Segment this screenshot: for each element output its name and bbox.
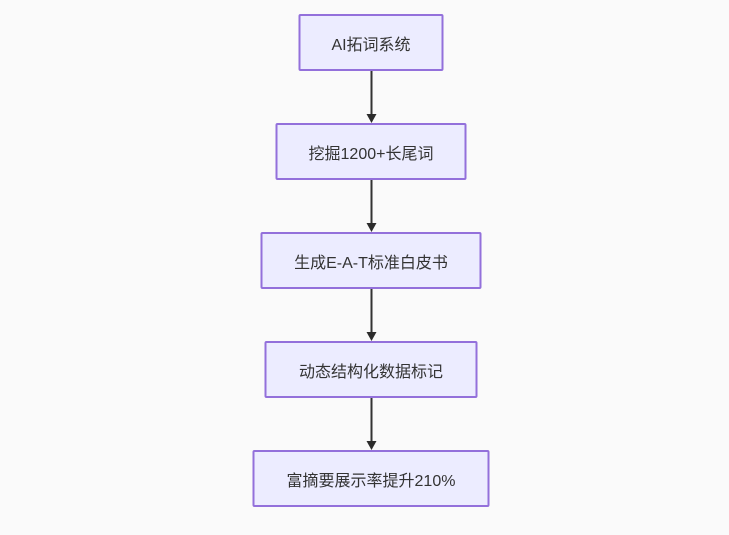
flow-node-ai-word-expansion: AI拓词系统: [298, 14, 444, 71]
arrowhead-icon: [366, 332, 376, 341]
flow-node-rich-snippet-uplift: 富摘要展示率提升210%: [252, 450, 490, 507]
arrow-line: [370, 398, 372, 442]
flow-node-label: AI拓词系统: [331, 36, 411, 54]
edge-arrow: [366, 398, 376, 450]
flow-node-label: 挖掘1200+长尾词: [308, 145, 434, 163]
flow-node-label: 生成E-A-T标准白皮书: [294, 254, 448, 272]
flow-node-label: 富摘要展示率提升210%: [286, 472, 456, 490]
edge-arrow: [366, 289, 376, 341]
arrowhead-icon: [366, 441, 376, 450]
flow-node-eat-whitepaper: 生成E-A-T标准白皮书: [260, 232, 482, 289]
arrow-line: [370, 289, 372, 333]
edge-arrow: [366, 180, 376, 232]
flow-node-label: 动态结构化数据标记: [298, 363, 443, 381]
arrow-line: [370, 71, 372, 115]
edge-arrow: [366, 71, 376, 123]
flow-node-longtail-mining: 挖掘1200+长尾词: [275, 123, 467, 180]
arrowhead-icon: [366, 114, 376, 123]
flow-node-structured-data-markup: 动态结构化数据标记: [264, 341, 478, 398]
flowchart: AI拓词系统 挖掘1200+长尾词 生成E-A-T标准白皮书 动态结构化数据标记: [252, 14, 490, 507]
arrowhead-icon: [366, 223, 376, 232]
arrow-line: [370, 180, 372, 224]
